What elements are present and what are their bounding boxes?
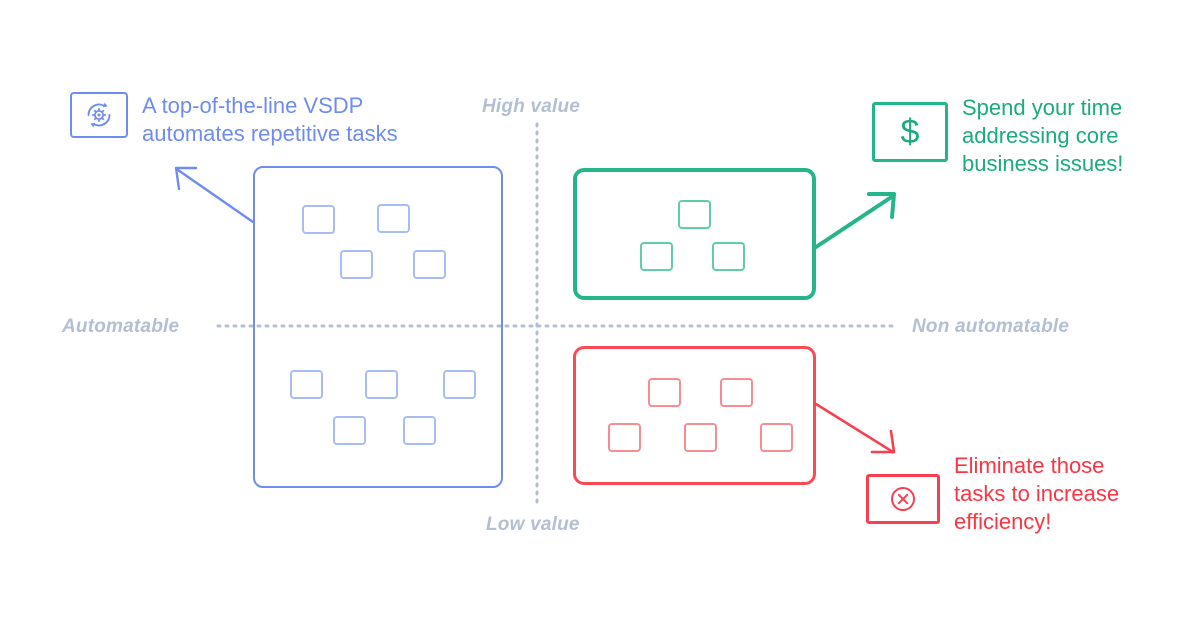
task-square [648, 378, 681, 407]
task-square [302, 205, 335, 234]
task-square [413, 250, 446, 279]
task-square [443, 370, 476, 399]
group-box-automatable [253, 166, 503, 488]
core-business-arrow [814, 192, 896, 249]
task-square [403, 416, 436, 445]
dollar-glyph: $ [900, 113, 920, 151]
axis-label-automatable: Automatable [62, 316, 180, 337]
task-square [377, 204, 410, 233]
callout-core-business-text: Spend your time addressing core business… [962, 95, 1124, 176]
axis-label-high-value: High value [482, 96, 581, 117]
task-square [340, 250, 373, 279]
task-square [640, 242, 673, 271]
circle-x-icon [866, 474, 940, 524]
task-square [290, 370, 323, 399]
dollar-icon: $ [872, 102, 948, 162]
callout-eliminate: Eliminate those tasks to increase effici… [866, 452, 1119, 536]
automate-arrow [174, 166, 255, 224]
eliminate-arrow [814, 402, 896, 454]
axis-label-non-automatable: Non automatable [912, 316, 1070, 337]
callout-eliminate-text: Eliminate those tasks to increase effici… [954, 453, 1120, 534]
task-square [720, 378, 753, 407]
task-square [760, 423, 793, 452]
group-box-non-automatable-low-value [573, 346, 816, 485]
callout-automate-text: A top-of-the-line VSDP automates repetit… [142, 93, 398, 146]
callout-automate: A top-of-the-line VSDP automates repetit… [70, 92, 398, 148]
task-square [365, 370, 398, 399]
task-square [333, 416, 366, 445]
task-square [608, 423, 641, 452]
axis-label-low-value: Low value [486, 514, 580, 535]
task-square [684, 423, 717, 452]
task-square [712, 242, 745, 271]
group-box-non-automatable-high-value [573, 168, 816, 300]
callout-core-business: $ Spend your time addressing core busine… [872, 95, 1123, 178]
task-square [678, 200, 711, 229]
automation-gear-icon [70, 92, 128, 138]
